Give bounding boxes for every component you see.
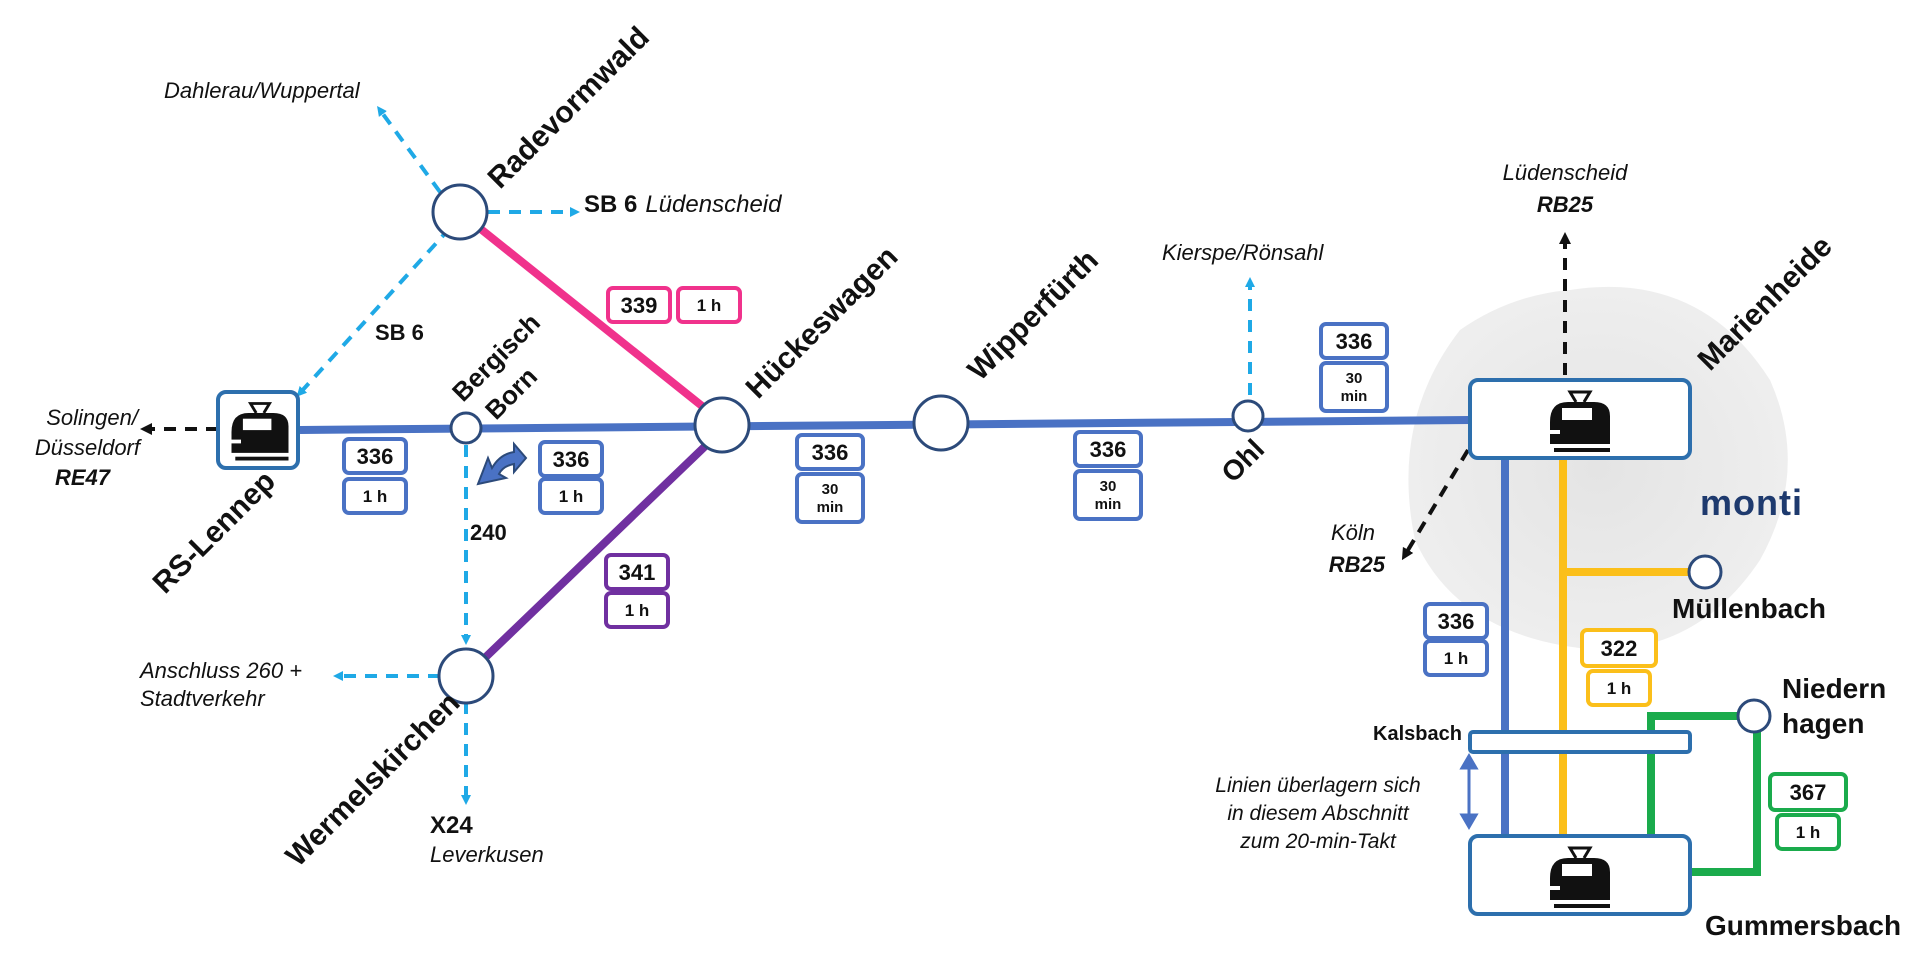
svg-text:322: 322 [1601, 636, 1638, 661]
svg-text:min: min [1341, 388, 1368, 405]
overlap-range-arrow [1459, 753, 1479, 830]
label-marienheide: Marienheide [1692, 230, 1839, 377]
badge-336-hueckeswagen: 336 30 min [795, 433, 865, 524]
label-rs-lennep: RS-Lennep [147, 465, 282, 600]
label-leverkusen: Leverkusen [430, 842, 544, 867]
label-gummersbach: Gummersbach [1705, 910, 1901, 941]
label-niedernhagen-2: hagen [1782, 708, 1864, 739]
svg-text:367: 367 [1790, 780, 1827, 805]
svg-text:336: 336 [1438, 609, 1475, 634]
label-dahlerau: Dahlerau/Wuppertal [164, 78, 361, 103]
station-marienheide-box[interactable] [1468, 378, 1692, 460]
badge-336-ohl: 336 30 min [1319, 322, 1389, 413]
station-radevormwald[interactable] [431, 183, 489, 241]
svg-text:336: 336 [1336, 329, 1373, 354]
svg-text:336: 336 [812, 440, 849, 465]
station-bergisch-born[interactable] [449, 411, 483, 445]
bus-lines [299, 210, 1761, 876]
label-x24: X24 [430, 812, 473, 839]
label-luedenscheid-rail: RB25 [1537, 192, 1594, 217]
badge-341: 341 1 h [604, 553, 670, 629]
label-solingen-rail: RE47 [55, 465, 112, 490]
svg-text:336: 336 [357, 444, 394, 469]
label-anschluss-1: Anschluss 260 + [138, 658, 302, 683]
note-line-1: Linien überlagern sich [1215, 774, 1420, 797]
svg-text:min: min [1095, 496, 1122, 513]
badge-336-born: 336 1 h [538, 440, 604, 515]
badge-336-wipperfuerth: 336 30 min [1073, 430, 1143, 521]
badge-367: 367 1 h [1768, 772, 1848, 851]
rail-connection-lines [140, 232, 1571, 561]
badge-339: 339 1 h [606, 286, 742, 324]
svg-text:1 h: 1 h [1444, 649, 1469, 668]
station-circles [431, 183, 1772, 734]
note-line-2: in diesem Abschnitt [1227, 802, 1409, 825]
label-anschluss-2: Stadtverkehr [140, 686, 266, 711]
label-kalsbach: Kalsbach [1373, 723, 1462, 745]
label-koeln: Köln [1331, 520, 1375, 545]
svg-text:1 h: 1 h [559, 487, 584, 506]
label-solingen-1: Solingen/ [46, 405, 140, 430]
monti-logo: monti [1700, 482, 1803, 523]
badge-322: 322 1 h [1580, 628, 1658, 707]
label-niedernhagen-1: Niedern [1782, 673, 1886, 704]
svg-text:1 h: 1 h [625, 601, 650, 620]
svg-text:1 h: 1 h [1607, 679, 1632, 698]
label-kierspe: Kierspe/Rönsahl [1162, 240, 1325, 265]
svg-text:1 h: 1 h [1796, 823, 1821, 842]
svg-text:336: 336 [1090, 437, 1127, 462]
label-ohl: Ohl [1215, 433, 1270, 488]
svg-text:30: 30 [1100, 478, 1117, 495]
svg-text:min: min [817, 499, 844, 516]
label-240: 240 [470, 520, 507, 545]
label-muellenbach: Müllenbach [1672, 593, 1826, 624]
label-koeln-rail: RB25 [1329, 552, 1386, 577]
station-rs-lennep-box[interactable] [216, 390, 300, 470]
station-ohl[interactable] [1231, 399, 1265, 433]
kalsbach-stop-bar [1468, 730, 1692, 754]
svg-text:1 h: 1 h [697, 296, 722, 315]
label-solingen-2: Düsseldorf [35, 435, 143, 460]
station-hueckeswagen[interactable] [693, 396, 751, 454]
label-sb6: SB 6 [375, 320, 424, 345]
note-line-3: zum 20-min-Takt [1239, 830, 1397, 853]
svg-text:30: 30 [822, 481, 839, 498]
svg-text:339: 339 [621, 293, 658, 318]
svg-text:30: 30 [1346, 370, 1363, 387]
station-muellenbach[interactable] [1687, 554, 1723, 590]
label-wipperfuerth: Wipperfürth [962, 244, 1105, 387]
station-gummersbach-box[interactable] [1468, 834, 1692, 916]
badge-336-lennep: 336 1 h [342, 437, 408, 515]
station-wermelskirchen[interactable] [437, 647, 495, 705]
svg-text:1 h: 1 h [363, 487, 388, 506]
turn-arrow-icon [476, 441, 528, 486]
label-luedenscheid: Lüdenscheid [1503, 160, 1629, 185]
label-hueckeswagen: Hückeswagen [740, 240, 905, 405]
badge-336-gummersbach: 336 1 h [1423, 602, 1489, 677]
svg-text:341: 341 [619, 560, 656, 585]
connection-lines [296, 105, 1255, 805]
station-niedernhagen[interactable] [1736, 698, 1772, 734]
station-wipperfuerth[interactable] [912, 394, 970, 452]
label-radevormwald: Radevormwald [482, 21, 656, 195]
svg-text:336: 336 [553, 447, 590, 472]
